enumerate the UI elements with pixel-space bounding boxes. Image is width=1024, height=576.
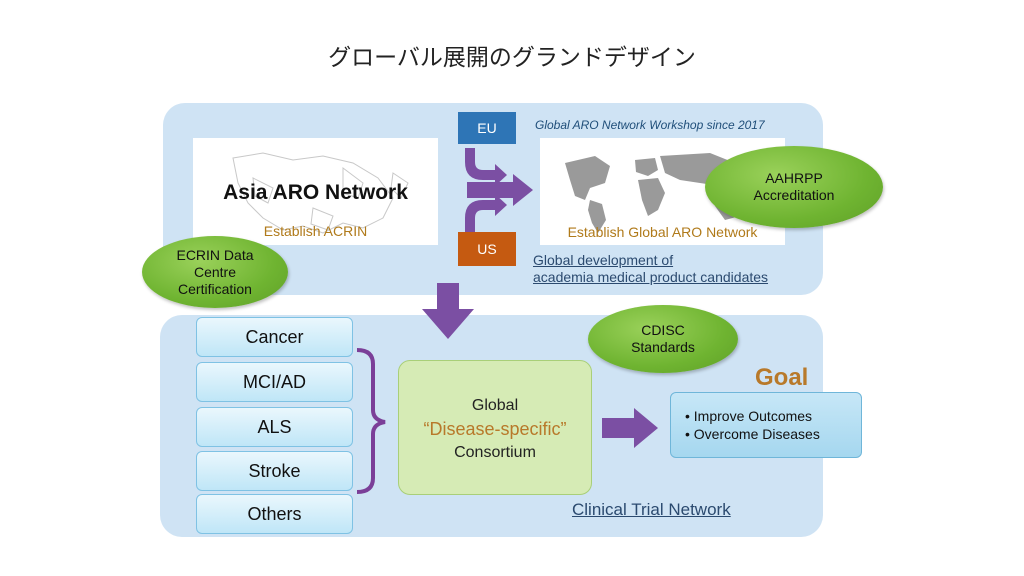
down-arrow: [422, 283, 474, 339]
disease-item-mci-ad: MCI/AD: [196, 362, 353, 402]
asia-aro-network-box: Asia ARO Network Establish ACRIN: [193, 138, 438, 245]
clinical-trial-network-label: Clinical Trial Network: [572, 500, 731, 519]
ecrin-certification-badge: ECRIN Data Centre Certification: [142, 236, 288, 308]
disease-item-als: ALS: [196, 407, 353, 447]
workshop-note: Global ARO Network Workshop since 2017: [535, 118, 765, 132]
establish-acrin-label: Establish ACRIN: [263, 223, 368, 239]
disease-item-cancer: Cancer: [196, 317, 353, 357]
cdisc-standards-badge: CDISC Standards: [588, 305, 738, 373]
goal-item-text: Overcome Diseases: [693, 426, 820, 442]
cdisc-line2: Standards: [631, 339, 695, 355]
asia-aro-network-title: Asia ARO Network: [223, 181, 408, 204]
goal-label: Goal: [755, 364, 809, 391]
goal-box: • Improve Outcomes • Overcome Diseases: [670, 392, 862, 458]
eu-box: EU: [458, 112, 516, 144]
consortium-line1: Global: [471, 397, 519, 414]
consortium-box: Global “Disease-specific” Consortium: [398, 360, 592, 495]
ecrin-line2: Centre: [193, 263, 237, 280]
aahrpp-line2: Accreditation: [753, 187, 835, 203]
global-development-line1: Global development of: [533, 252, 674, 268]
asia-map-icon: [232, 152, 409, 234]
eu-us-merge-arrows: [465, 148, 533, 232]
us-box: US: [458, 232, 516, 266]
global-development-text: Global development of academia medical p…: [533, 252, 823, 286]
cdisc-line1: CDISC: [641, 322, 685, 338]
goal-item: • Overcome Diseases: [685, 426, 820, 442]
aahrpp-line1: AAHRPP: [765, 170, 823, 186]
consortium-line3: Consortium: [454, 444, 536, 461]
goal-item: • Improve Outcomes: [685, 408, 813, 424]
right-arrow: [602, 408, 658, 448]
global-development-line2: academia medical product candidates: [533, 269, 769, 285]
consortium-line2: “Disease-specific”: [423, 419, 567, 439]
disease-bracket: [356, 348, 386, 494]
establish-global-aro-label: Establish Global ARO Network: [567, 224, 758, 240]
aahrpp-accreditation-badge: AAHRPP Accreditation: [705, 146, 883, 228]
disease-item-stroke: Stroke: [196, 451, 353, 491]
disease-item-others: Others: [196, 494, 353, 534]
ecrin-line3: Certification: [178, 280, 252, 297]
page-title: グローバル展開のグランドデザイン: [328, 45, 696, 71]
ecrin-line1: ECRIN Data: [176, 246, 254, 263]
goal-item-text: Improve Outcomes: [693, 408, 813, 424]
